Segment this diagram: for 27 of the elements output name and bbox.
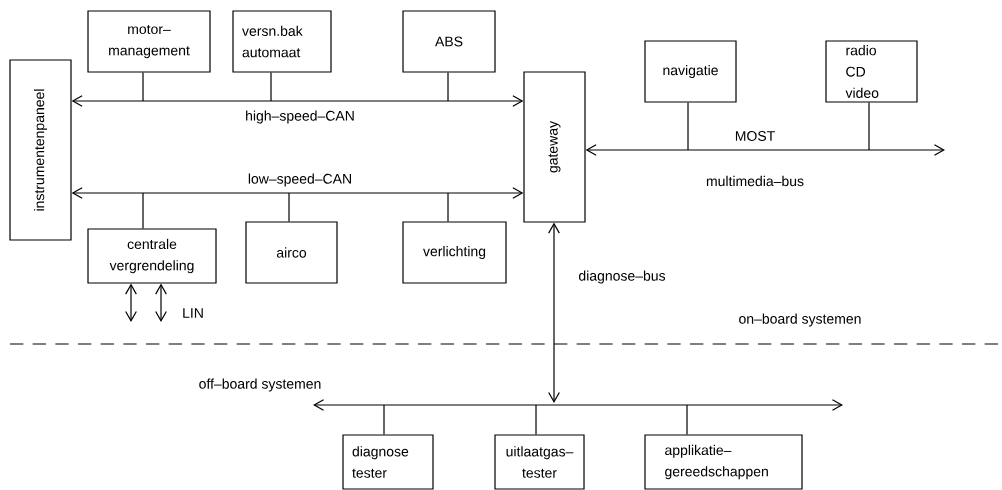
text-label: multimedia–bus <box>706 175 804 187</box>
arrow <box>155 283 167 322</box>
edge-label: MOST <box>735 131 775 141</box>
unit-box: centrale vergrendeling <box>87 228 217 284</box>
unit-box: verlichting <box>402 221 507 284</box>
unit-box: versn.bak automaat <box>232 10 332 73</box>
unit-box: diagnose tester <box>342 434 434 490</box>
unit-box: airco <box>245 221 338 284</box>
arrow <box>71 95 524 107</box>
unit-box: ABS <box>402 10 496 73</box>
text-label: off–board systemen <box>199 378 321 392</box>
unit-box: navigatie <box>644 40 737 103</box>
arrow <box>585 144 945 156</box>
arrow <box>548 222 560 403</box>
unit-box: gateway <box>523 71 586 223</box>
edge-label: low–speed–CAN <box>248 173 351 187</box>
unit-box: motor– management <box>87 10 211 73</box>
unit-box: applikatie– gereedschappen <box>644 434 803 490</box>
unit-box: instrumentenpaneel <box>9 59 72 241</box>
edge-label: diagnose–bus <box>579 270 666 284</box>
arrow <box>125 283 137 322</box>
unit-box: radio CD video <box>825 40 918 103</box>
unit-box: uitlaatgas– tester <box>494 434 585 490</box>
edge-label: high–speed–CAN <box>246 110 354 124</box>
text-label: on–board systemen <box>739 313 861 327</box>
arrow <box>71 187 524 199</box>
text-label: LIN <box>183 308 203 318</box>
